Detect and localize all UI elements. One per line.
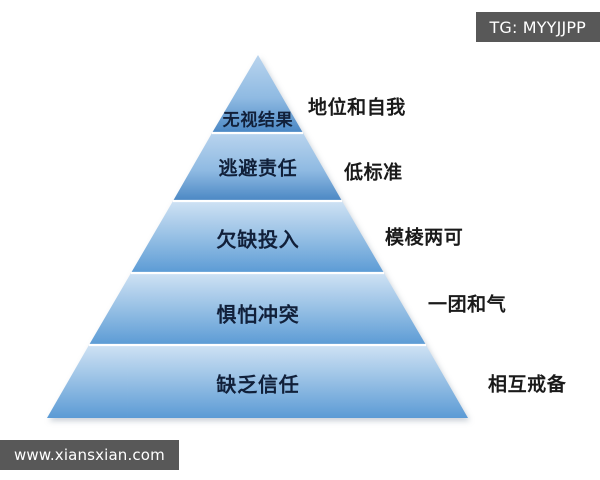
pyramid-tier-4-annotation: 一团和气	[428, 293, 507, 316]
pyramid-tier-2-annotation: 低标准	[344, 161, 403, 184]
pyramid-tier-3-annotation: 模棱两可	[385, 226, 464, 249]
telegram-watermark-badge: TG: MYYJJPP	[475, 12, 600, 42]
pyramid-tier-1-label: 无视结果	[222, 110, 294, 131]
pyramid-tier-5-annotation: 相互戒备	[488, 373, 567, 396]
pyramid-tier-3-shape	[131, 201, 384, 273]
pyramid-tier-4-shape	[89, 273, 426, 345]
pyramid-tier-5-shape	[47, 345, 468, 418]
pyramid-tiers	[47, 55, 468, 418]
pyramid-tier-1-shape	[212, 55, 303, 133]
pyramid-tier-1-annotation: 地位和自我	[308, 96, 406, 119]
pyramid-dividers	[89, 131, 426, 347]
pyramid-tier-3-label: 欠缺投入	[216, 227, 300, 252]
website-watermark-badge: www.xiansxian.com	[0, 440, 179, 470]
pyramid-tier-2-shape	[173, 133, 342, 201]
pyramid-tier-2-label: 逃避责任	[218, 157, 298, 180]
pyramid-tier-4-label: 惧怕冲突	[216, 302, 300, 327]
pyramid-tier-5-label: 缺乏信任	[216, 372, 300, 397]
